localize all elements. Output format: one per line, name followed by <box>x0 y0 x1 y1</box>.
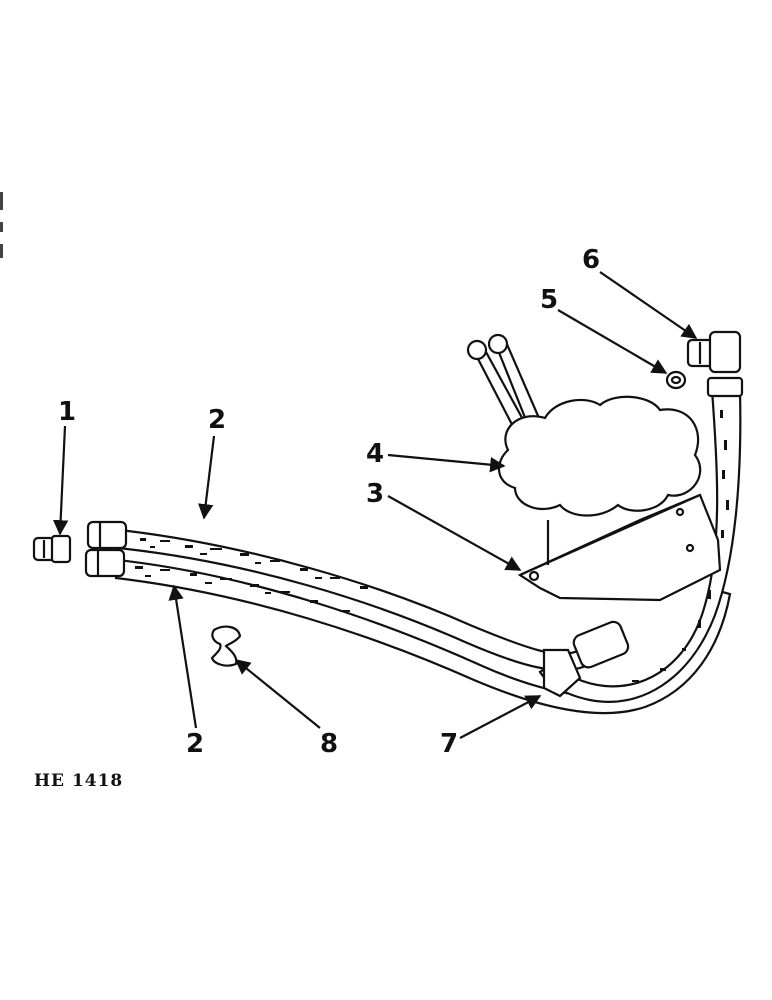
callout-labels: 1 2 2 3 4 5 6 7 8 <box>58 245 600 759</box>
elbow-fitting-lower <box>542 620 630 698</box>
leader-arrows <box>52 271 698 739</box>
scan-edge-marks <box>0 192 3 258</box>
adapter-fitting <box>32 534 72 564</box>
callout-1: 1 <box>58 397 76 427</box>
hose-assembly-upper <box>116 528 588 672</box>
control-valve <box>466 333 702 517</box>
callout-2-upper: 2 <box>208 405 226 435</box>
callout-4: 4 <box>366 439 384 469</box>
figure-code: HE 1418 <box>34 771 123 791</box>
hose-assembly-lower <box>114 558 732 715</box>
callout-6: 6 <box>582 245 600 275</box>
mounting-bracket <box>517 493 722 602</box>
callout-7: 7 <box>440 729 458 759</box>
callout-8: 8 <box>320 729 338 759</box>
hose-end-fittings <box>84 520 128 578</box>
hose-clip <box>210 625 242 667</box>
callout-5: 5 <box>540 285 558 315</box>
callout-3: 3 <box>366 479 384 509</box>
elbow-fitting-upper <box>686 330 742 374</box>
callout-2-lower: 2 <box>186 729 204 759</box>
o-ring <box>665 370 687 390</box>
